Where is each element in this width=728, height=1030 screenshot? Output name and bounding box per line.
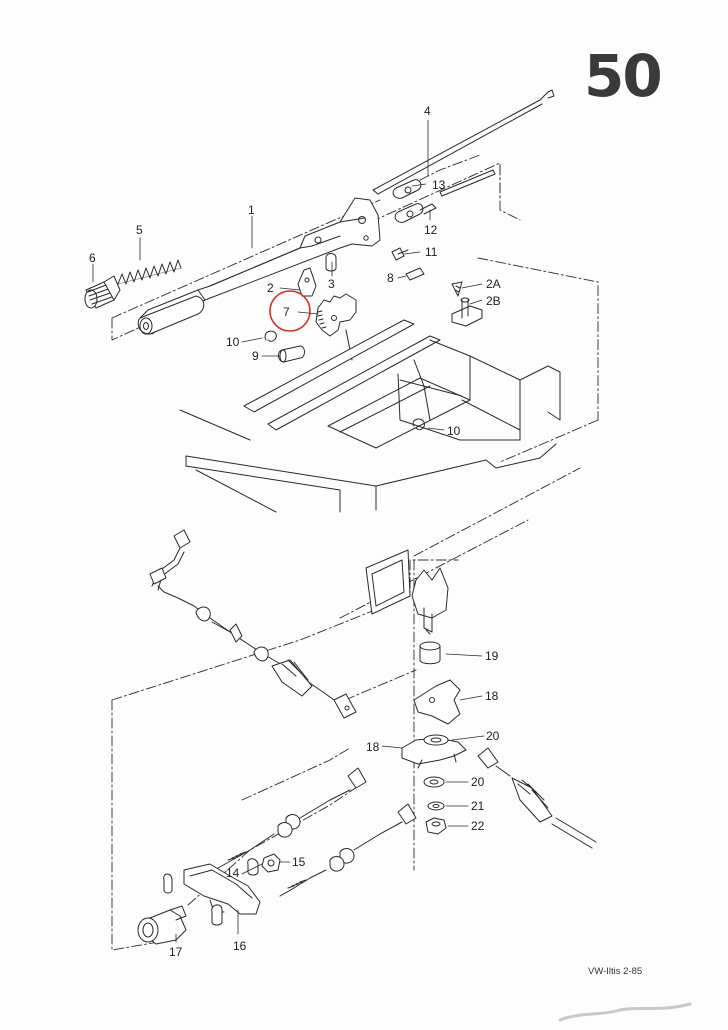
rear-cable-left [217, 767, 367, 869]
pawl-and-ratchet [297, 267, 357, 361]
callout-22: 22 [471, 819, 485, 833]
dash-dot-frame-upper [111, 154, 599, 463]
scan-artifact [558, 1002, 692, 1022]
callout-11: 11 [425, 245, 438, 259]
callout-3: 3 [328, 277, 335, 291]
callout-10-lower: 10 [447, 424, 461, 438]
callout-18-upper: 18 [485, 689, 499, 703]
intermediate-cable [477, 747, 597, 849]
callout-14: 14 [226, 866, 240, 880]
washers-20-21-22 [423, 776, 447, 835]
leader-lines [92, 119, 485, 943]
callout-12: 12 [424, 223, 438, 237]
callout-20-lower: 20 [471, 775, 485, 789]
callout-15: 15 [292, 855, 306, 869]
callout-4: 4 [424, 104, 431, 118]
callout-18-lower: 18 [366, 740, 380, 754]
callout-8: 8 [387, 271, 394, 285]
small-fasteners-upper [325, 247, 425, 281]
cable-bracket [163, 858, 261, 926]
rear-cable-right [279, 803, 417, 897]
callout-2B: 2B [486, 294, 501, 308]
callout-10-upper: 10 [226, 335, 240, 349]
release-button [84, 275, 121, 309]
clevis-assembly [392, 169, 496, 223]
callout-17: 17 [169, 945, 183, 959]
callout-19: 19 [485, 649, 499, 663]
grommet-plug [137, 905, 187, 945]
callout-13: 13 [432, 178, 446, 192]
callout-7: 7 [283, 305, 290, 319]
handbrake-lever [137, 197, 381, 335]
page-number: 50 [584, 42, 663, 110]
callout-6: 6 [89, 251, 96, 265]
bushing-19 [419, 641, 441, 665]
front-brake-cable [149, 529, 357, 719]
floor-rails [243, 319, 561, 449]
callout-2: 2 [267, 281, 274, 295]
tunnel-body [179, 409, 557, 513]
pin-and-clips [264, 330, 425, 431]
callout-21: 21 [471, 799, 485, 813]
equalizer-plates [401, 679, 467, 769]
callout-labels: 4 1 5 6 13 12 11 8 3 2 7 10 9 2A 2B 10 1… [89, 104, 501, 959]
compression-spring [117, 259, 182, 285]
hex-nut-15 [261, 853, 281, 873]
callout-9: 9 [252, 349, 259, 363]
footer-reference: VW-Iltis 2-85 [588, 966, 643, 977]
callout-5: 5 [136, 223, 143, 237]
pull-rod [372, 89, 555, 195]
cable-guide-mount [365, 549, 449, 635]
screw-and-bracket [451, 281, 483, 327]
callout-20-upper: 20 [486, 729, 500, 743]
callout-2A: 2A [486, 277, 501, 291]
highlight-ring [269, 290, 311, 332]
callout-16: 16 [233, 939, 247, 953]
callout-1: 1 [248, 203, 255, 217]
